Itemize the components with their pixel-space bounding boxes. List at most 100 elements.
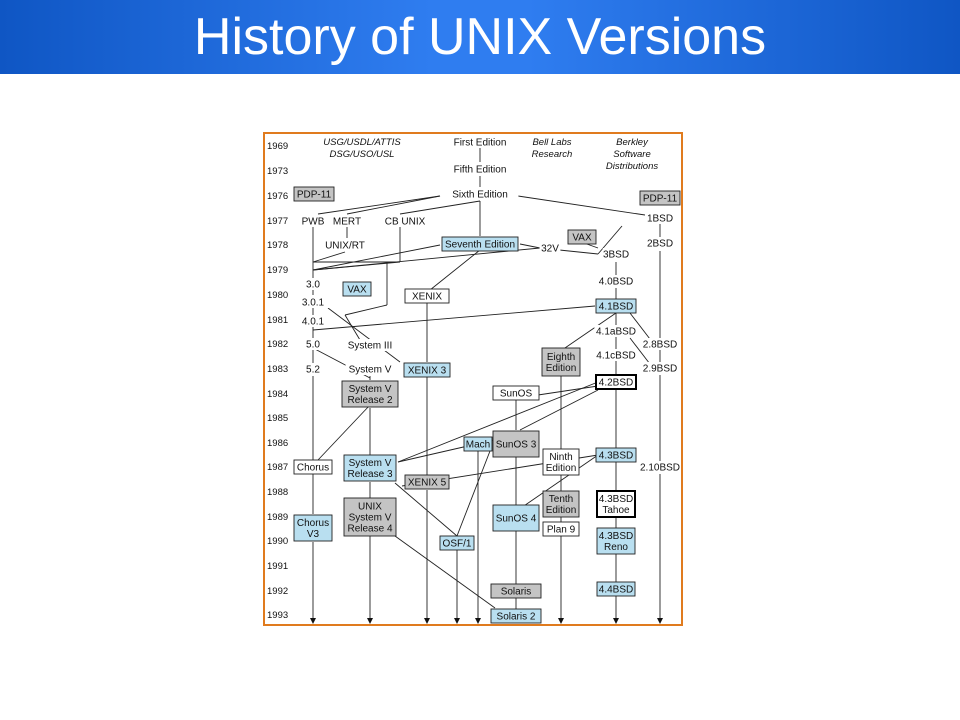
node-vax-mid: VAX: [342, 281, 372, 297]
node-box: [492, 504, 540, 532]
node-mert: MERT: [333, 215, 361, 228]
connector-line: [312, 251, 346, 263]
node-box: [490, 583, 542, 599]
connector-line: [346, 195, 441, 215]
node-bsd2: 2BSD: [646, 237, 674, 250]
node-backing: [302, 338, 324, 350]
node-bsd41: 4.1BSD: [595, 298, 637, 314]
node-backing: [602, 248, 630, 260]
node-label: SunOS 4: [496, 514, 537, 525]
node-solaris: Solaris: [490, 583, 542, 599]
node-label: Mach: [466, 440, 490, 451]
node-bsd44: 4.4BSD: [596, 581, 636, 597]
node-label: XENIX 5: [408, 478, 447, 489]
node-label: Solaris: [501, 587, 532, 598]
connection-lines: [310, 148, 663, 624]
node-label: PDP-11: [643, 194, 678, 205]
node-box: [293, 514, 333, 542]
node-box: [596, 527, 636, 555]
node-sunos: SunOS: [492, 385, 540, 401]
node-fifth-edition: Fifth Edition: [441, 163, 519, 176]
node-label: 3.0: [306, 280, 320, 291]
timeline-arrowhead: [558, 618, 564, 624]
year-label: 1976: [267, 191, 288, 202]
node-box: [343, 497, 397, 537]
node-backing: [297, 315, 329, 327]
node-label: Eighth: [547, 352, 575, 363]
node-label: Plan 9: [547, 525, 576, 536]
node-bsd41c: 4.1cBSD: [594, 349, 638, 362]
header-usg: USG/USDL/ATTIS: [323, 137, 401, 148]
node-backing: [539, 242, 561, 254]
node-label: 4.3BSD: [599, 531, 633, 542]
node-label: 4.2BSD: [599, 378, 633, 389]
node-box: [439, 535, 475, 551]
node-pwb: PWB: [302, 215, 325, 228]
timeline-arrowhead: [367, 618, 373, 624]
node-box: [542, 490, 580, 518]
node-bsd29: 2.9BSD: [641, 362, 679, 375]
node-box: [490, 608, 542, 624]
header-bell-labs: Bell Labs: [532, 137, 571, 148]
connector-line: [397, 381, 599, 463]
header-usg: DSG/USO/USL: [330, 149, 395, 160]
node-label: UNIX/RT: [325, 241, 365, 252]
timeline-arrowhead: [424, 618, 430, 624]
node-vax-top: VAX: [567, 229, 597, 245]
node-box: [595, 447, 637, 463]
node-label: 4.1BSD: [599, 302, 633, 313]
node-system-iii: System III: [340, 339, 400, 352]
connector-line: [312, 247, 541, 271]
node-label: System III: [348, 341, 392, 352]
node-label: XENIX 3: [408, 366, 447, 377]
year-label: 1982: [267, 339, 288, 350]
node-label: 4.3BSD: [599, 451, 633, 462]
timeline-arrowhead: [613, 618, 619, 624]
node-sunos3: SunOS 3: [492, 430, 540, 458]
node-pdp11-right: PDP-11: [639, 190, 681, 206]
node-label: 4.4BSD: [599, 585, 633, 596]
node-label: VAX: [347, 285, 367, 296]
year-label: 1991: [267, 561, 288, 572]
node-label: Seventh Edition: [445, 240, 515, 251]
node-backing: [646, 237, 674, 249]
node-label: VAX: [572, 233, 592, 244]
node-label: OSF/1: [443, 539, 472, 550]
node-seventh-edition: Seventh Edition: [441, 236, 519, 252]
node-box: [567, 229, 597, 245]
node-plan9: Plan 9: [542, 521, 580, 537]
node-v5-0: 5.0: [302, 338, 324, 351]
timeline-arrowhead: [310, 618, 316, 624]
slide-title: History of UNIX Versions: [193, 8, 767, 66]
node-backing: [383, 215, 427, 227]
node-label: Chorus: [297, 518, 329, 529]
node-label: First Edition: [454, 138, 507, 149]
node-label: Release 2: [347, 395, 392, 406]
node-label: Tenth: [549, 494, 573, 505]
node-v4-0-1: 4.0.1: [297, 315, 329, 328]
node-label: Reno: [604, 542, 628, 553]
diagram-labels: 1969197319761977197819791980198119821983…: [267, 137, 658, 621]
node-backing: [340, 339, 400, 351]
node-v32: 32V: [539, 242, 561, 255]
node-label: 4.0.1: [302, 317, 325, 328]
node-box: [342, 281, 372, 297]
year-label: 1984: [267, 389, 288, 400]
node-v5-2: 5.2: [302, 363, 324, 376]
connector-line: [344, 314, 361, 341]
node-box: [293, 459, 333, 475]
node-v3-0: 3.0: [302, 278, 324, 291]
node-label: Edition: [546, 505, 577, 516]
node-label: 2.8BSD: [643, 340, 677, 351]
node-xenix3: XENIX 3: [403, 362, 451, 378]
node-system-v: System V: [345, 363, 395, 376]
node-box: [596, 490, 636, 518]
year-label: 1973: [267, 166, 288, 177]
node-label: System V: [349, 513, 392, 524]
node-bsd42: 4.2BSD: [595, 374, 637, 390]
